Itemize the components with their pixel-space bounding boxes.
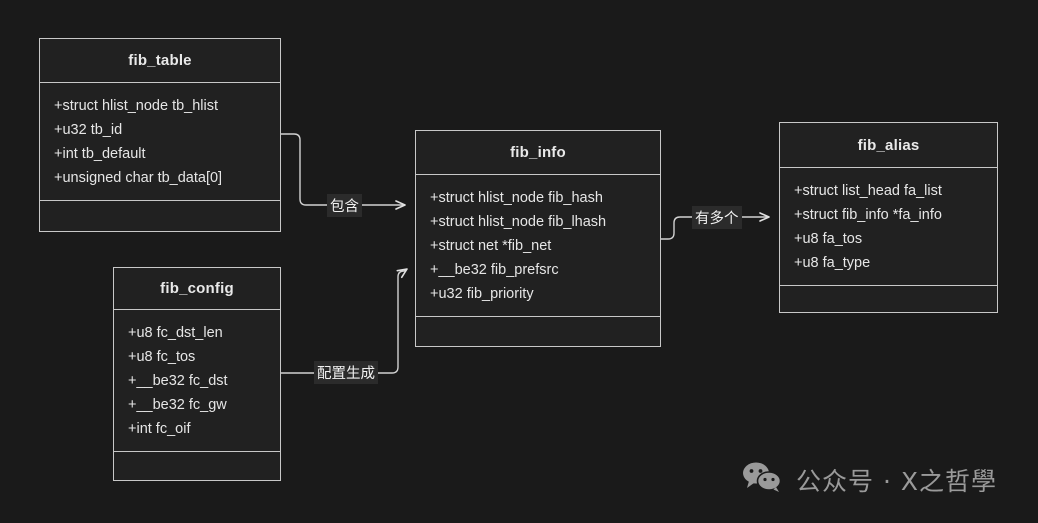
- edge-label-generates: 配置生成: [314, 361, 378, 384]
- class-attribute: +u8 fa_tos: [794, 231, 863, 248]
- class-attribute: +struct hlist_node fib_hash: [430, 190, 603, 207]
- watermark: 公众号 · X之哲學: [742, 461, 997, 498]
- class-attribute: +unsigned char tb_data[0]: [54, 170, 223, 187]
- class-title-fib-alias: fib_alias: [780, 123, 997, 169]
- class-attribute: +u8 fc_dst_len: [128, 325, 223, 342]
- uml-class-fib-alias[interactable]: fib_alias +struct list_head fa_list +str…: [779, 122, 998, 313]
- class-attributes-fib-info: +struct hlist_node fib_hash +struct hlis…: [416, 175, 660, 318]
- class-attribute: +struct net *fib_net: [430, 238, 552, 255]
- class-attribute: +u8 fc_tos: [128, 349, 196, 366]
- class-title-fib-table: fib_table: [40, 39, 280, 84]
- watermark-text: 公众号 · X之哲學: [796, 466, 997, 496]
- class-attribute: +__be32 fib_prefsrc: [430, 262, 559, 279]
- edge-label-has-many: 有多个: [692, 206, 742, 229]
- edge-generates-path: [281, 268, 408, 374]
- class-attributes-fib-config: +u8 fc_dst_len +u8 fc_tos +__be32 fc_dst…: [114, 310, 280, 453]
- class-title-fib-config: fib_config: [114, 268, 280, 311]
- class-attribute: +int fc_oif: [128, 421, 191, 438]
- class-attribute: +u32 fib_priority: [430, 286, 534, 303]
- uml-class-fib-config[interactable]: fib_config +u8 fc_dst_len +u8 fc_tos +__…: [113, 267, 281, 481]
- edge-label-contains: 包含: [327, 194, 362, 217]
- class-methods-fib-config: [114, 452, 280, 480]
- uml-class-fib-info[interactable]: fib_info +struct hlist_node fib_hash +st…: [415, 130, 661, 347]
- class-title-fib-info: fib_info: [416, 131, 660, 176]
- class-methods-fib-alias: [780, 286, 997, 312]
- class-attribute: +__be32 fc_dst: [128, 373, 228, 390]
- class-attribute: +struct hlist_node fib_lhash: [430, 214, 607, 231]
- class-attribute: +int tb_default: [54, 146, 146, 163]
- class-attribute: +struct list_head fa_list: [794, 183, 942, 200]
- class-attribute: +struct hlist_node tb_hlist: [54, 98, 219, 115]
- class-attributes-fib-alias: +struct list_head fa_list +struct fib_in…: [780, 168, 997, 287]
- class-methods-fib-info: [416, 317, 660, 346]
- class-attributes-fib-table: +struct hlist_node tb_hlist +u32 tb_id +…: [40, 83, 280, 202]
- class-attribute: +u32 tb_id: [54, 122, 123, 139]
- class-attribute: +struct fib_info *fa_info: [794, 207, 942, 224]
- class-attribute: +u8 fa_type: [794, 255, 871, 272]
- class-methods-fib-table: [40, 201, 280, 231]
- uml-class-fib-table[interactable]: fib_table +struct hlist_node tb_hlist +u…: [39, 38, 281, 232]
- wechat-icon: [742, 461, 784, 498]
- class-attribute: +__be32 fc_gw: [128, 397, 227, 414]
